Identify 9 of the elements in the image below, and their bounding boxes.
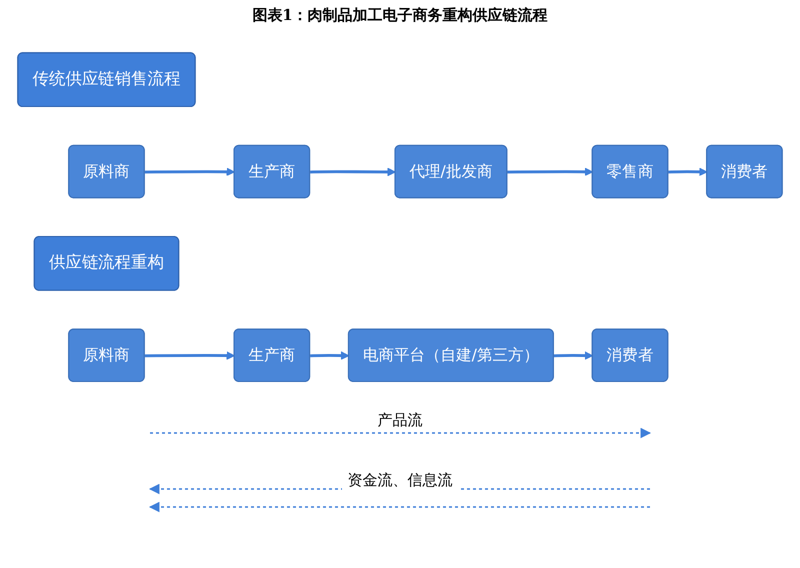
arrow bbox=[507, 167, 594, 176]
arrow bbox=[668, 167, 708, 176]
arrow bbox=[554, 351, 594, 360]
arrow bbox=[310, 168, 396, 176]
diagram-title: 图表1：肉制品加工电子商务重构供应链流程 bbox=[251, 6, 549, 25]
arrow bbox=[144, 167, 235, 176]
arrow bbox=[144, 351, 235, 360]
flow-label: 资金流、信息流 bbox=[342, 471, 458, 490]
arrow bbox=[310, 351, 350, 360]
